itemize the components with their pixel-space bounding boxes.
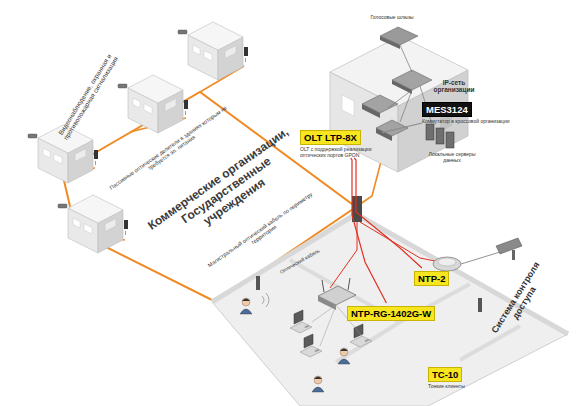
device-name: OLT LTP-8X — [300, 130, 361, 145]
client-building — [188, 22, 248, 80]
ntp-rg-device — [262, 278, 356, 310]
annotation-text: Голосовые шлюзы — [357, 15, 427, 21]
device-name: NTP-2 — [414, 271, 449, 286]
olt-device — [376, 128, 392, 141]
annotation-text: Видеонаблюдение, охранная и противопожар… — [53, 45, 124, 146]
device-label-box: OLT LTP-8XOLT с поддержкой реализации оп… — [300, 127, 382, 158]
device-name: MES3124 — [422, 102, 472, 117]
fibre-drop — [360, 222, 440, 262]
camera-mount — [512, 250, 515, 260]
camera-group — [28, 30, 187, 208]
wifi-waves — [262, 293, 269, 307]
access-panel — [256, 276, 260, 290]
building-roof — [330, 36, 468, 106]
thin-client — [290, 310, 312, 333]
fibre-drop — [330, 222, 357, 288]
ntp2-device — [433, 238, 522, 271]
device-label-box: NTP-RG-1402G-W — [347, 303, 435, 321]
access-panel — [478, 298, 482, 312]
thin-client — [300, 334, 322, 357]
annotation-text: Система контроля доступа — [487, 256, 552, 343]
building-window — [342, 95, 354, 116]
cable-connector — [351, 158, 387, 303]
olt-device — [362, 104, 380, 118]
ont-body — [318, 296, 336, 310]
camera-symbol — [496, 238, 522, 254]
floor-plate — [212, 214, 568, 406]
cable-connector — [382, 123, 422, 133]
device-label-box: TC-10Тонкие клиенты — [428, 364, 488, 389]
user-icon — [312, 376, 324, 392]
device-label-box: NTP-2 — [414, 268, 449, 286]
device-name: NTP-RG-1402G-W — [347, 306, 435, 321]
annotation-text: Оптический кабель — [268, 242, 331, 282]
camera-symbol — [118, 84, 127, 88]
device-caption: Тонкие клиенты — [428, 383, 488, 389]
user-icon — [338, 348, 350, 364]
device-caption: Коммутатор в кроссовой организации — [422, 118, 518, 124]
cable-connector — [354, 158, 422, 268]
device-label-box: MES3124Коммутатор в кроссовой организаци… — [422, 99, 518, 124]
client-building — [68, 195, 128, 253]
user-icon — [240, 298, 252, 314]
inner-wall — [290, 260, 520, 362]
thin-client — [350, 324, 372, 347]
server-unit — [426, 124, 434, 140]
voice-gateway — [380, 36, 400, 49]
annotation-text: Локальные серверы данных — [422, 152, 482, 164]
server-unit — [436, 128, 444, 144]
camera-symbol — [58, 204, 67, 208]
ont-top — [438, 258, 456, 266]
camera-symbol — [28, 134, 37, 138]
ont-body — [433, 257, 461, 271]
camera-cable — [461, 252, 500, 264]
annotation-text: IP-сеть организации — [424, 79, 484, 94]
server-unit — [446, 132, 454, 148]
antenna — [322, 278, 350, 292]
floor-splitter — [352, 196, 362, 222]
device-caption: OLT с поддержкой реализации оптических п… — [300, 146, 382, 158]
device-name: TC-10 — [428, 367, 462, 382]
client-building — [128, 75, 188, 133]
camera-symbol — [178, 30, 187, 34]
